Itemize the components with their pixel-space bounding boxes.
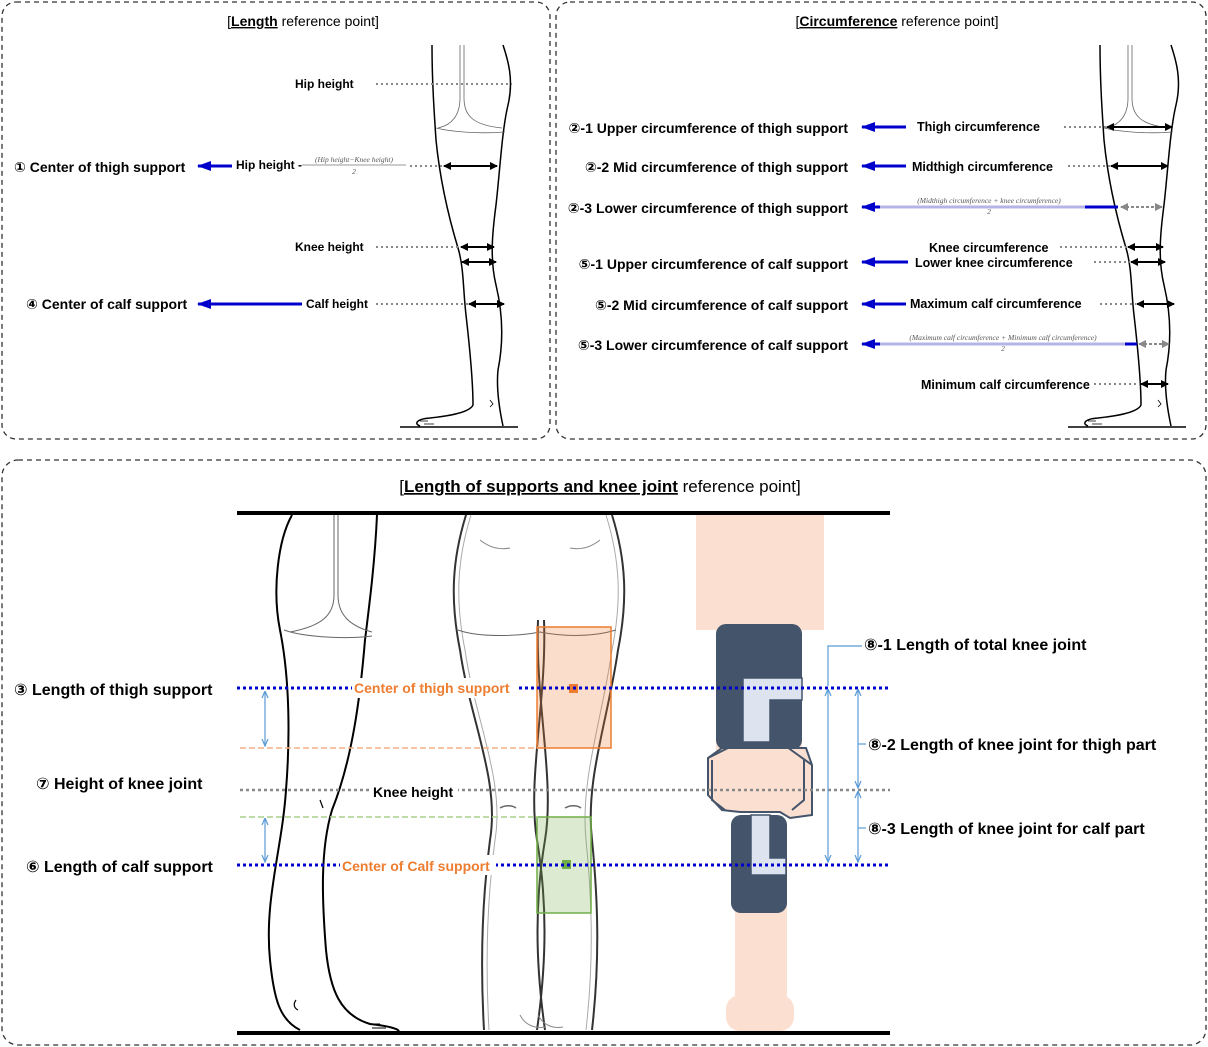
leg-front-view bbox=[452, 514, 626, 1031]
circ-width-arrows bbox=[1106, 123, 1175, 388]
formula1-numerator: (Midthigh circumference + knee circumfer… bbox=[917, 196, 1061, 205]
formula2-numerator: (Maximum calf circumference + Minimum ca… bbox=[909, 333, 1097, 342]
max-calf-circumference-label: Maximum calf circumference bbox=[910, 297, 1082, 311]
circ-label-5-3: ⑤-3 Lower circumference of calf support bbox=[578, 337, 848, 353]
thigh-part-label: ⑧-2 Length of knee joint for thigh part bbox=[868, 737, 1157, 754]
circ-label-5-2: ⑤-2 Mid circumference of calf support bbox=[595, 297, 848, 313]
knee-circumference-label: Knee circumference bbox=[929, 241, 1049, 255]
thigh-center-label: Center of thigh support bbox=[354, 680, 510, 696]
thigh-support-length-label: ③ Length of thigh support bbox=[14, 682, 213, 699]
thigh-center-label-bg bbox=[352, 678, 518, 698]
knee-height-center-label: Knee height bbox=[373, 784, 453, 800]
circ-gray-formula-arrows bbox=[1120, 203, 1170, 348]
total-knee-joint-bracket bbox=[827, 645, 862, 686]
leg-side-view-1 bbox=[400, 44, 518, 428]
leg-side-view-3 bbox=[267, 514, 400, 1033]
circ-label-2-1: ②-1 Upper circumference of thigh support bbox=[569, 120, 849, 136]
formula1-denominator: 2 bbox=[987, 207, 991, 216]
hip-height-formula-denominator: 2 bbox=[352, 167, 356, 176]
knee-height-label: Knee height bbox=[295, 240, 364, 254]
calf-part-label: ⑧-3 Length of knee joint for calf part bbox=[868, 821, 1145, 838]
circ-label-2-2: ②-2 Mid circumference of thigh support bbox=[585, 159, 848, 175]
hip-height-formula-numerator: (Hip height−Knee height) bbox=[315, 155, 393, 164]
panel-supports-border bbox=[1, 459, 1207, 1046]
min-calf-circumference-label: Minimum calf circumference bbox=[921, 378, 1090, 392]
total-knee-joint-label: ⑧-1 Length of total knee joint bbox=[864, 637, 1087, 654]
panel-circumference-border bbox=[555, 1, 1207, 440]
knee-height-label-bg bbox=[370, 782, 458, 800]
panel-length-border bbox=[1, 1, 551, 440]
length-dotted-guides bbox=[376, 83, 512, 305]
calf-height-label: Calf height bbox=[306, 297, 368, 311]
calf-support-length-label: ⑥ Length of calf support bbox=[26, 859, 214, 876]
thigh-circumference-label: Thigh circumference bbox=[917, 120, 1040, 134]
center-calf-support-label: ④ Center of calf support bbox=[26, 296, 188, 312]
panel-circumference-title: [Circumference reference point] bbox=[795, 13, 998, 29]
calf-center-label-bg bbox=[340, 855, 496, 875]
lower-knee-circumference-label: Lower knee circumference bbox=[915, 256, 1073, 270]
circ-label-5-1: ⑤-1 Upper circumference of calf support bbox=[579, 256, 849, 272]
center-thigh-support-label: ① Center of thigh support bbox=[14, 159, 186, 175]
formula2-denominator: 2 bbox=[1001, 344, 1005, 353]
panel-length-title: [Length reference point] bbox=[227, 13, 379, 29]
leg-side-view-2 bbox=[1068, 44, 1186, 428]
calf-center-label: Center of Calf support bbox=[342, 858, 490, 874]
circ-dotted-guides bbox=[1060, 126, 1140, 385]
hip-height-formula-prefix: Hip height - bbox=[236, 158, 302, 172]
midthigh-circumference-label: Midthigh circumference bbox=[912, 160, 1053, 174]
knee-joint-height-label: ⑦ Height of knee joint bbox=[36, 776, 203, 793]
panel-supports-title: [Length of supports and knee joint refer… bbox=[399, 477, 800, 496]
circ-label-2-3: ②-3 Lower circumference of thigh support bbox=[568, 200, 849, 216]
length-width-arrows bbox=[443, 162, 505, 308]
calf-support-center-marker bbox=[562, 860, 571, 869]
hip-height-label: Hip height bbox=[295, 77, 354, 91]
circ-left-labels: ②-1 Upper circumference of thigh support… bbox=[568, 120, 849, 353]
knee-brace-illustration bbox=[696, 515, 824, 1031]
